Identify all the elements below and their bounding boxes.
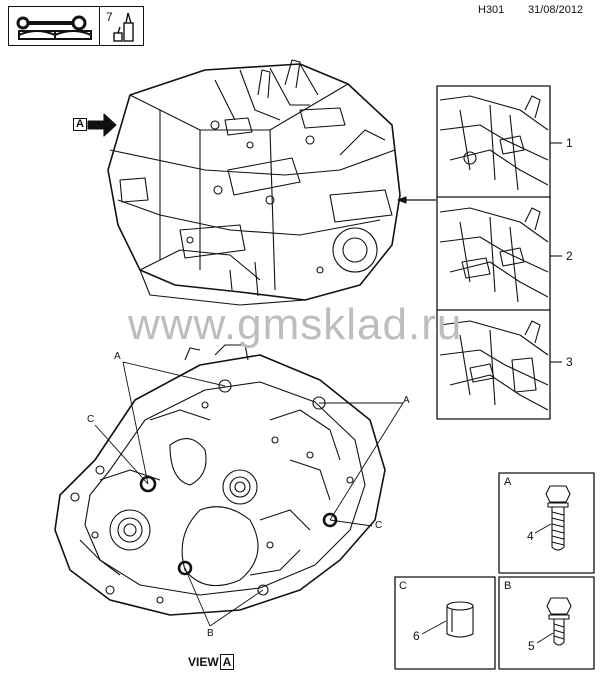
detail-number-1: 1 (566, 136, 573, 150)
sealant-tube-icon (113, 12, 134, 42)
diagram-date: 31/08/2012 (528, 4, 584, 16)
detail-view-3 (439, 320, 549, 411)
callout-c-right: C (375, 520, 383, 531)
dowel-sleeve-drawing (421, 601, 474, 638)
view-label-text: VIEW (188, 655, 219, 669)
gearbox-top-view (107, 59, 401, 306)
diagram-code: H301 (478, 4, 505, 16)
detail-number-2: 2 (566, 249, 573, 263)
bolt-b-drawing (536, 597, 572, 646)
view-label-letter: A (219, 654, 235, 670)
detail-view-1 (439, 95, 549, 191)
wrench-book-icon (16, 15, 92, 40)
detail-number-3: 3 (566, 355, 573, 369)
sealant-box: 7 (99, 6, 144, 46)
callout-c-left: C (87, 414, 95, 425)
callout-b-bottom: B (207, 628, 214, 639)
part-box-b-letter: B (504, 580, 512, 592)
part-number-6: 6 (413, 629, 420, 643)
bolt-a-drawing (534, 485, 571, 551)
tool-box (8, 6, 100, 46)
view-arrow-label: A (73, 118, 87, 131)
callout-a-right: A (403, 395, 410, 406)
watermark: www.gmsklad.ru (128, 300, 463, 349)
part-box-a-letter: A (504, 476, 512, 488)
callout-a-left: A (114, 351, 121, 362)
part-number-4: 4 (527, 529, 534, 543)
part-box-c-letter: C (399, 580, 407, 592)
housing-face-view (54, 344, 386, 616)
tool-count: 7 (106, 10, 113, 24)
part-number-5: 5 (528, 639, 535, 653)
detail-view-2 (439, 207, 549, 303)
